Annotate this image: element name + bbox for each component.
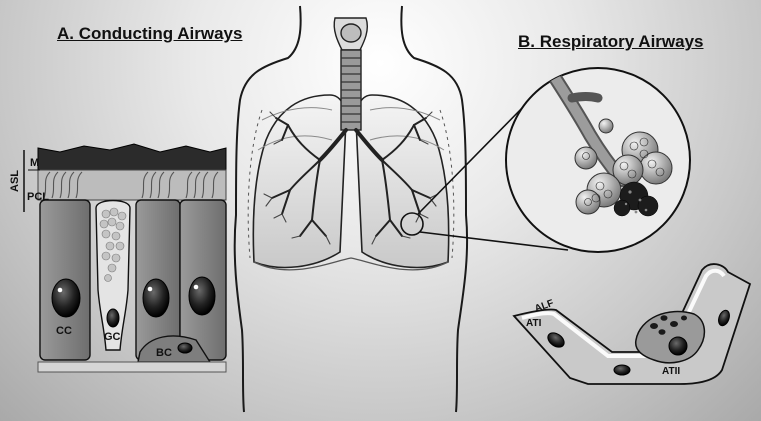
asl-label: ASL xyxy=(9,170,21,192)
pcl-label: PCL xyxy=(27,191,49,203)
cell-nuclei xyxy=(51,276,216,354)
goblet-cell-label: GC xyxy=(104,331,121,343)
alveolus-section: ALF ATI ATII xyxy=(512,263,752,385)
conducting-epithelium: ASL M PCL CC GC BC xyxy=(9,143,227,373)
alveolar-sacs-zoom xyxy=(543,68,673,217)
diaphragm xyxy=(253,257,449,271)
type1-cell-label: ATI xyxy=(526,318,542,329)
bronchial-tree xyxy=(263,111,439,245)
mucus-layer xyxy=(37,143,227,173)
lungs xyxy=(247,94,455,271)
cilia xyxy=(43,171,219,199)
ciliated-cell-label: CC xyxy=(56,325,72,337)
right-lung xyxy=(355,94,450,269)
basement-membrane xyxy=(37,361,227,373)
body-silhouette xyxy=(233,5,469,413)
conducting-airways-title: A. Conducting Airways xyxy=(57,24,243,43)
trachea xyxy=(333,17,369,131)
basal-cell xyxy=(137,335,212,363)
type2-cell-label: ATII xyxy=(662,366,680,377)
alveolar-lining-fluid xyxy=(521,268,726,358)
left-lung xyxy=(252,94,347,269)
type2-cell xyxy=(634,310,706,364)
respiratory-airways-title: B. Respiratory Airways xyxy=(518,32,704,51)
alveolar-wall xyxy=(512,263,752,385)
basal-cell-label: BC xyxy=(156,347,172,359)
mucus-label: M xyxy=(30,157,39,169)
